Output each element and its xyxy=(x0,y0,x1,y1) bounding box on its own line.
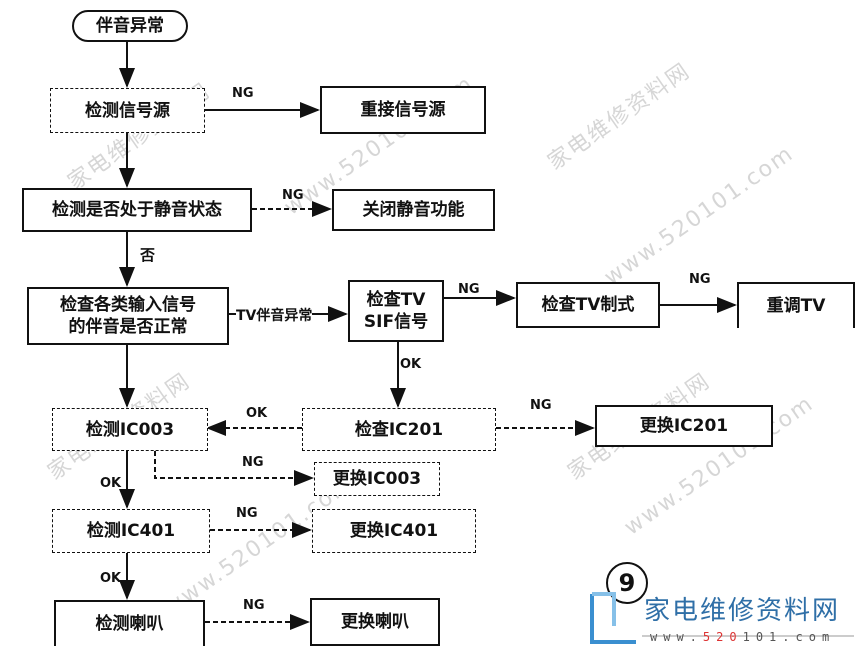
site-logo-text: 家电维修资料网 xyxy=(644,596,841,626)
node-check-tv-sif-line1: 检查TV xyxy=(366,290,426,310)
site-logo-url-prefix: www. xyxy=(650,630,703,644)
label-ng: NG xyxy=(243,598,265,613)
node-check-signal-source: 检测信号源 xyxy=(50,88,205,133)
node-retune-tv: 重调TV xyxy=(737,282,855,328)
label-ng: NG xyxy=(530,398,552,413)
node-replace-speaker: 更换喇叭 xyxy=(310,598,440,646)
label-tv-sound-abnormal: TV伴音异常 xyxy=(236,305,313,325)
node-check-ic201: 检查IC201 xyxy=(302,408,496,451)
node-check-ic401: 检测IC401 xyxy=(52,509,210,553)
site-logo-url-highlight: 520 xyxy=(702,630,743,644)
node-replace-ic201: 更换IC201 xyxy=(595,405,773,447)
node-check-inputs-line2: 的伴音是否正常 xyxy=(68,317,188,337)
label-ng: NG xyxy=(232,86,254,101)
label-no: 否 xyxy=(140,246,156,264)
site-logo-url-suffix: 101.com xyxy=(742,630,836,644)
node-disable-mute: 关闭静音功能 xyxy=(332,189,495,231)
node-replace-ic003: 更换IC003 xyxy=(314,462,440,496)
label-ok: OK xyxy=(246,406,268,421)
edge-ic003-replace xyxy=(154,451,314,486)
node-check-tv-sif: 检查TV SIF信号 xyxy=(348,280,444,342)
label-ok: OK xyxy=(100,476,122,491)
label-ng: NG xyxy=(242,455,264,470)
label-ng: NG xyxy=(282,188,304,203)
node-check-ic003: 检测IC003 xyxy=(52,408,208,451)
label-ok: OK xyxy=(100,571,122,586)
node-check-speaker: 检测喇叭 xyxy=(54,600,205,646)
site-logo-mark xyxy=(590,592,854,644)
node-reconnect-signal-source: 重接信号源 xyxy=(320,86,486,134)
label-ng: NG xyxy=(236,506,258,521)
node-start: 伴音异常 xyxy=(72,10,188,42)
label-ng: NG xyxy=(689,272,711,287)
site-logo-url: www.520101.com xyxy=(650,630,835,644)
figure-number: 9 xyxy=(606,562,648,604)
node-check-tv-sif-line2: SIF信号 xyxy=(363,312,429,332)
node-check-inputs-line1: 检查各类输入信号 xyxy=(60,295,196,315)
node-check-tv-system: 检查TV制式 xyxy=(516,282,660,328)
label-ng: NG xyxy=(458,282,480,297)
node-check-inputs: 检查各类输入信号 的伴音是否正常 xyxy=(27,287,229,345)
node-check-mute: 检测是否处于静音状态 xyxy=(22,188,252,232)
label-ok: OK xyxy=(400,357,422,372)
node-replace-ic401: 更换IC401 xyxy=(312,509,476,553)
